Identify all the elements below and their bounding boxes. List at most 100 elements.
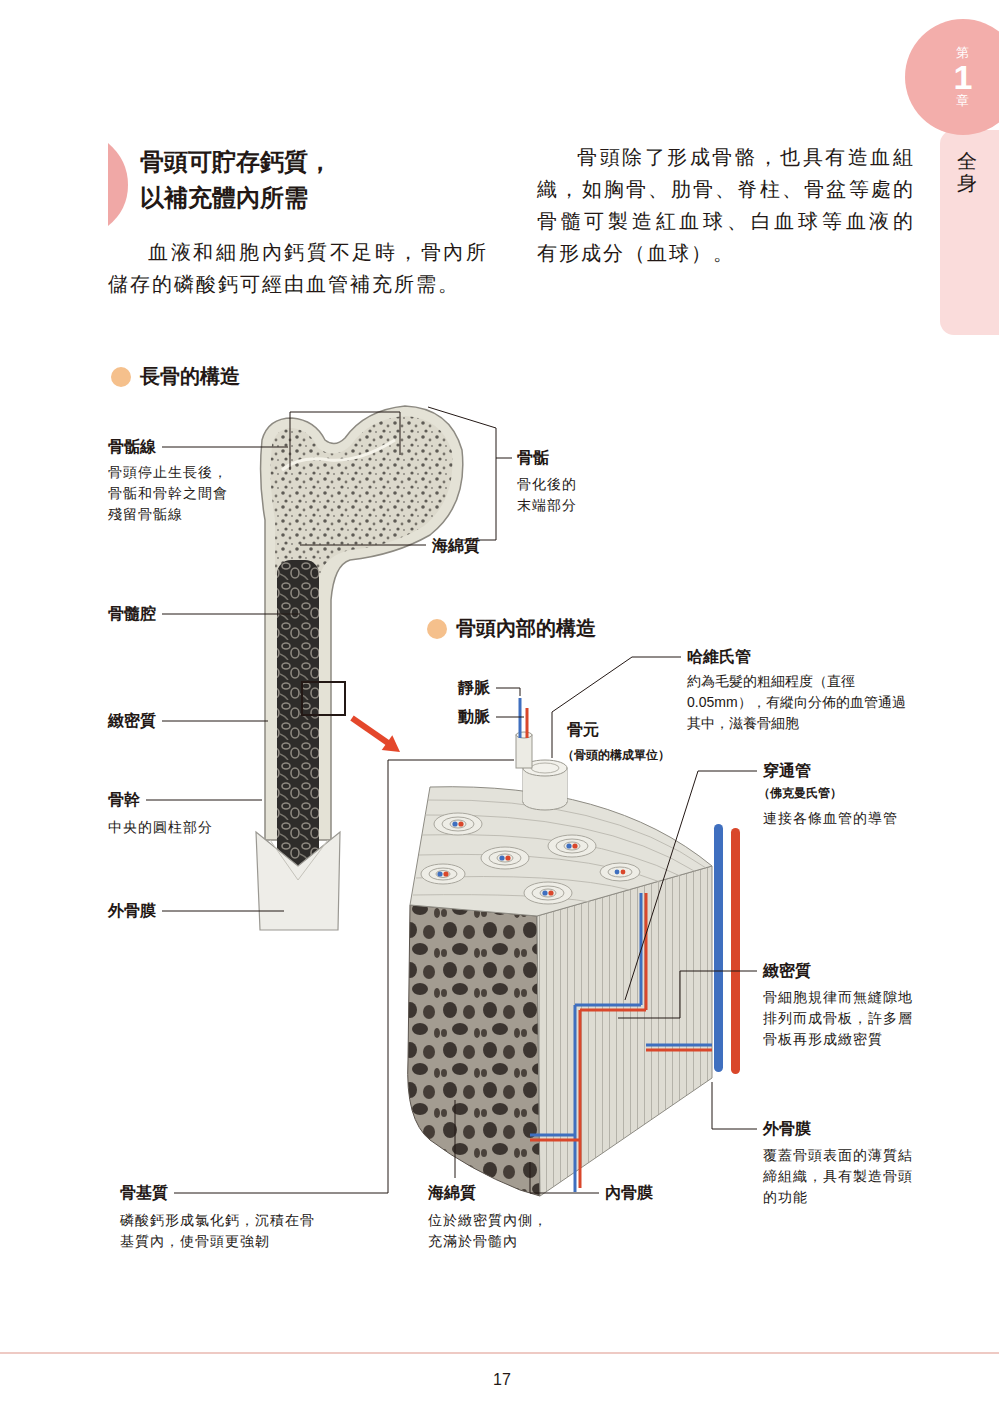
osteon-section [450, 820, 466, 828]
long-bone [277, 560, 319, 865]
bone-block [408, 698, 740, 1196]
osteon-section [437, 871, 442, 876]
osteon-section [421, 864, 465, 884]
osteon-cylinder [526, 708, 529, 738]
osteon-section [429, 868, 457, 880]
leader-lines [300, 545, 426, 546]
leader-lines [146, 407, 757, 1193]
osteon-section [621, 870, 626, 875]
leader-lines [496, 458, 512, 459]
bone-block [428, 800, 706, 868]
node-text: 1 [954, 60, 973, 94]
osteon-cylinder [519, 698, 522, 738]
osteon-section [566, 843, 571, 848]
osteon-section [499, 855, 504, 860]
blood-vessels [575, 1004, 641, 1007]
blood-vessels [530, 824, 740, 1192]
part-description: 位於緻密質內側， 充滿於骨髓內 [428, 1210, 553, 1252]
leader-lines [625, 771, 757, 1000]
part-label: 外骨膜 [763, 1119, 811, 1139]
leader-lines [712, 1082, 757, 1129]
osteon-section [556, 839, 588, 853]
part-label: 骨基質 [120, 1183, 168, 1203]
long-bone [256, 832, 340, 930]
part-label: 骨髓腔 [108, 604, 156, 624]
osteon-section [564, 842, 580, 850]
leader-lines [496, 717, 524, 718]
part-label: 靜脈 [458, 678, 490, 698]
osteon-section [548, 835, 596, 857]
part-label: 海綿質 [428, 1183, 476, 1203]
osteon-cylinder [516, 735, 532, 768]
page-decoration [0, 143, 999, 1353]
osteon-section [524, 882, 572, 904]
blood-vessels [646, 1049, 712, 1052]
osteon-section [505, 855, 510, 860]
part-description: 磷酸鈣形成氯化鈣，沉積在骨 基質內，使骨頭更強韌 [120, 1210, 320, 1252]
part-label: 骨骺線 [108, 437, 156, 457]
part-label: 內骨膜 [605, 1183, 653, 1203]
osteon-cylinder [516, 732, 532, 738]
part-label: 骨元 [567, 720, 599, 740]
pointer-arrow [352, 718, 400, 752]
part-label: 穿通管 [763, 761, 811, 781]
blood-vessels [579, 1010, 582, 1188]
leader-lines [162, 447, 288, 448]
pointer-arrow [382, 735, 400, 752]
section-heading: 骨頭內部的構造 [456, 616, 596, 640]
leader-lines [302, 682, 345, 715]
leader-lines [552, 657, 681, 758]
leader-lines [146, 800, 262, 801]
part-description: 中央的圓柱部分 [108, 817, 213, 838]
page-decoration [111, 367, 131, 387]
osteon-section [600, 863, 640, 881]
osteon-cylinder [531, 763, 559, 773]
osteon-section [608, 867, 632, 877]
osteon-section [497, 854, 513, 862]
node-content: 全身 [957, 150, 977, 194]
osteon-section [421, 813, 640, 904]
part-description: 連接各條血管的導管 [763, 808, 898, 829]
osteon-section [452, 821, 457, 826]
section-heading: 長骨的構造 [140, 364, 240, 388]
osteon-section [542, 890, 547, 895]
osteon-section [458, 821, 463, 826]
osteon-cylinder [516, 698, 567, 810]
bone-block [408, 905, 540, 1196]
long-bone [282, 440, 395, 470]
page-decoration [108, 143, 128, 226]
node-text: 第 [956, 46, 969, 60]
blood-vessels [731, 828, 740, 1074]
leader-lines [162, 721, 268, 722]
osteon-section [443, 871, 448, 876]
part-label: 骨幹 [108, 790, 140, 810]
chapter-tab: 全身 [940, 130, 999, 335]
osteon-section [489, 851, 521, 865]
osteon-section [572, 843, 577, 848]
osteon-section [540, 889, 556, 897]
part-label: 緻密質 [108, 711, 156, 731]
part-description: 覆蓋骨頭表面的薄質結 締組織，具有製造骨頭 的功能 [763, 1145, 918, 1208]
blood-vessels [574, 1005, 577, 1192]
bone-block [537, 866, 712, 1196]
blood-vessels [530, 1139, 580, 1142]
part-label: 緻密質 [763, 961, 811, 981]
node-text: 全身 [957, 150, 977, 194]
osteon-section [548, 890, 553, 895]
pointer-arrow [352, 718, 388, 743]
page-decoration [0, 1352, 999, 1354]
leader-lines [162, 911, 284, 912]
osteon-section [532, 886, 564, 900]
leader-lines [428, 407, 496, 540]
osteon-section [481, 847, 529, 869]
blood-vessels [580, 1009, 646, 1012]
part-description: 骨頭停止生長後， 骨骺和骨幹之間會 殘留骨骺線 [108, 462, 233, 525]
blood-vessels [645, 893, 648, 1010]
blood-vessels [646, 1044, 712, 1047]
page-heading: 骨頭可貯存鈣質， 以補充體內所需 [140, 144, 340, 216]
part-label: 外骨膜 [108, 901, 156, 921]
leader-lines [174, 760, 514, 1193]
blood-vessels [714, 824, 723, 1072]
part-label: 海綿質 [432, 536, 480, 556]
